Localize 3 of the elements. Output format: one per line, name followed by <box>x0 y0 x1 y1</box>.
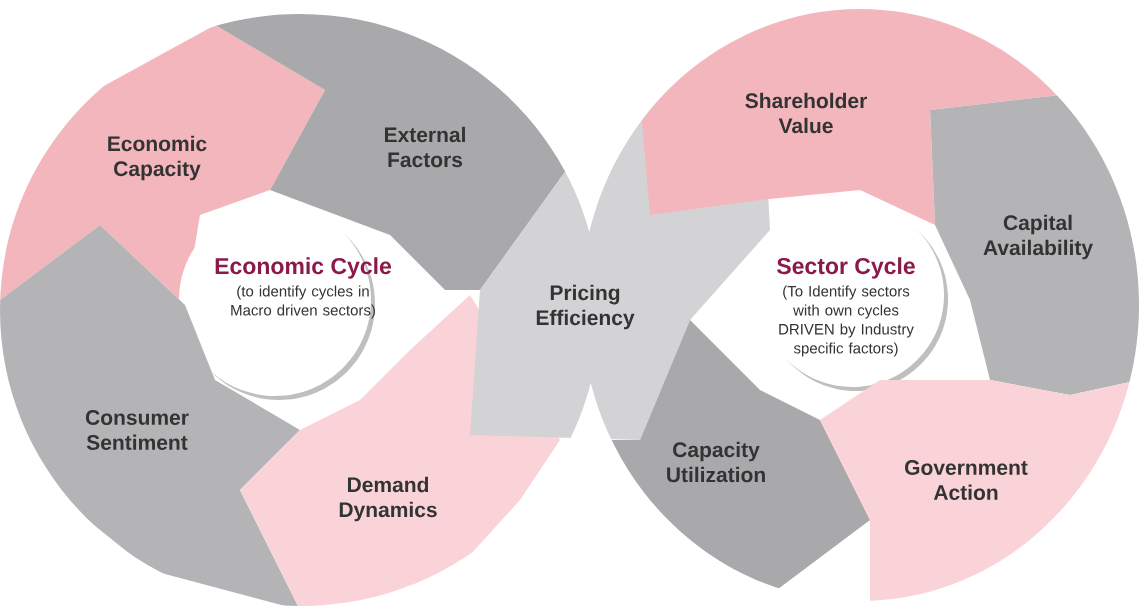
segment: Capital Availability <box>930 95 1139 395</box>
node-label: (To Identify sectors with own cycles DRIVEN by Industry specific factors) <box>779 285 914 357</box>
node-label: Sector Cycle <box>777 257 915 279</box>
